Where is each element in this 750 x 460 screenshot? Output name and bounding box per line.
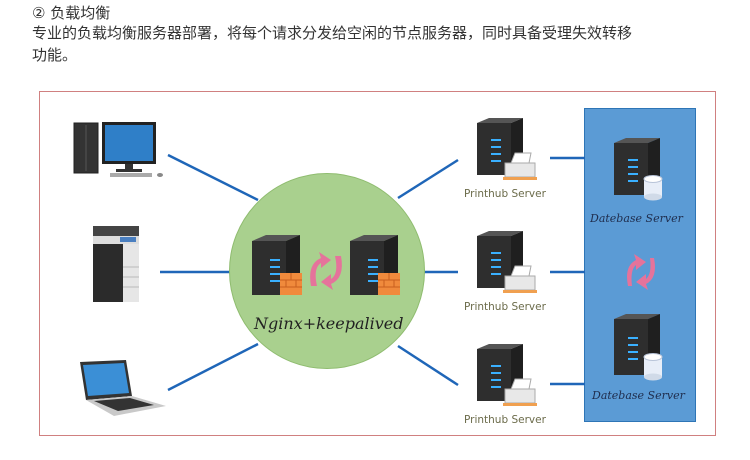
lb-server-2-icon — [350, 235, 400, 295]
diagram-frame — [39, 91, 716, 436]
printhub-server-2-icon — [477, 231, 537, 293]
database-server-1-label: Datebase Server — [590, 212, 683, 225]
link-desktop-cluster — [167, 153, 259, 202]
printhub-server-3-label: Printhub Server — [464, 414, 546, 426]
database-server-1-icon — [614, 138, 663, 201]
database-server-2-icon — [614, 314, 663, 381]
database-cylinder-icon — [643, 353, 663, 381]
section-title: ② 负载均衡 — [32, 4, 111, 22]
printer-icon — [503, 152, 537, 180]
printhub-server-2-label: Printhub Server — [464, 301, 546, 313]
section-description: 专业的负载均衡服务器部署，将每个请求分发给空闲的节点服务器，同时具备受理失效转移… — [32, 24, 633, 64]
link-laptop-cluster — [167, 342, 259, 392]
firewall-icon — [378, 273, 400, 295]
link-cluster-ph1 — [397, 158, 459, 200]
failover-arrows-icon — [310, 252, 342, 290]
printhub-server-3-icon — [477, 344, 537, 406]
printer-icon — [503, 265, 537, 293]
printhub-server-1-label: Printhub Server — [464, 188, 546, 200]
printhub-server-1-icon — [477, 118, 537, 180]
lb-server-1-icon — [252, 235, 302, 295]
laptop-icon — [80, 360, 166, 416]
db-sync-arrows-icon — [627, 254, 655, 290]
database-server-2-label: Datebase Server — [592, 389, 685, 402]
link-cluster-ph3 — [397, 344, 459, 387]
firewall-icon — [280, 273, 302, 295]
printer-copier-icon — [93, 226, 139, 302]
printer-icon — [503, 378, 537, 406]
database-cylinder-icon — [643, 175, 663, 201]
load-balancer-label: Nginx+keepalived — [254, 314, 404, 333]
desktop-icon — [73, 122, 163, 177]
